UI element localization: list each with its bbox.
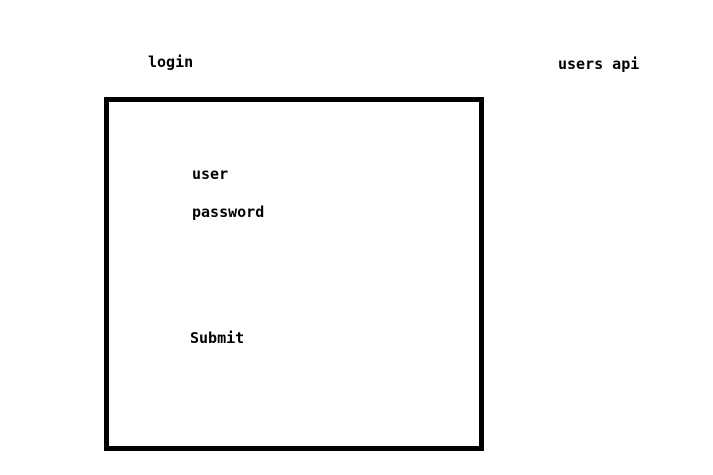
user-field-label[interactable]: user: [192, 165, 229, 183]
users-api-label: users api: [558, 55, 640, 73]
password-field-label[interactable]: password: [192, 203, 265, 221]
login-title: login: [148, 53, 194, 71]
submit-button[interactable]: Submit: [190, 329, 245, 347]
login-form-box: user password Submit: [104, 97, 484, 451]
